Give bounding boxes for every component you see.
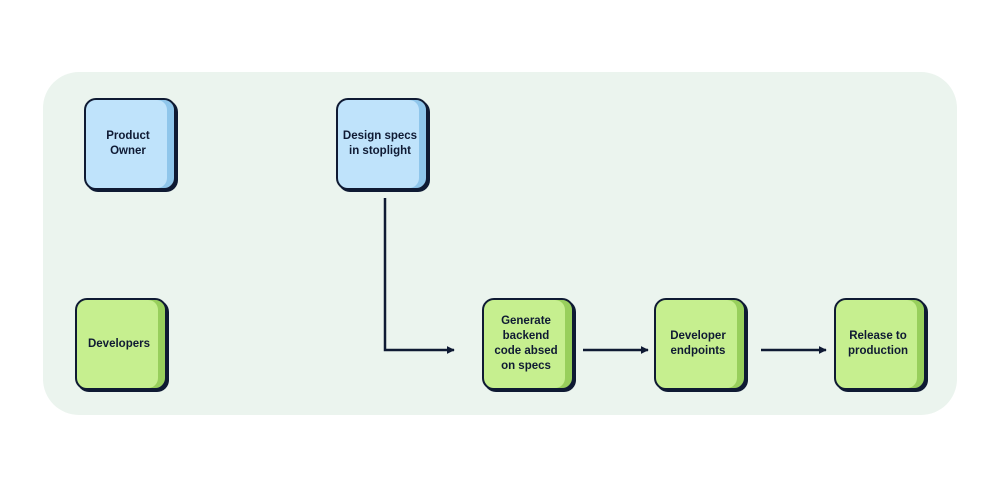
node-product-owner-label: Product Owner [106,130,150,157]
node-developer-endpoints[interactable]: Developer endpoints [654,298,746,390]
node-release-label: Release to production [847,330,909,357]
node-generate-backend[interactable]: Generate backend code absed on specs [482,298,574,390]
node-developers-label: Developers [87,337,150,350]
node-developer-endpoints-label: Developer endpoints [670,330,726,357]
node-developers[interactable]: Developers [75,298,167,390]
node-design-specs[interactable]: Design specs in stoplight [336,98,428,190]
node-generate-backend-label: Generate backend code absed on specs [494,315,558,372]
node-product-owner[interactable]: Product Owner [84,98,176,190]
edge-design-specs-to-generate-backend [383,198,455,354]
node-release[interactable]: Release to production [834,298,926,390]
node-design-specs-label: Design specs in stoplight [342,130,418,157]
